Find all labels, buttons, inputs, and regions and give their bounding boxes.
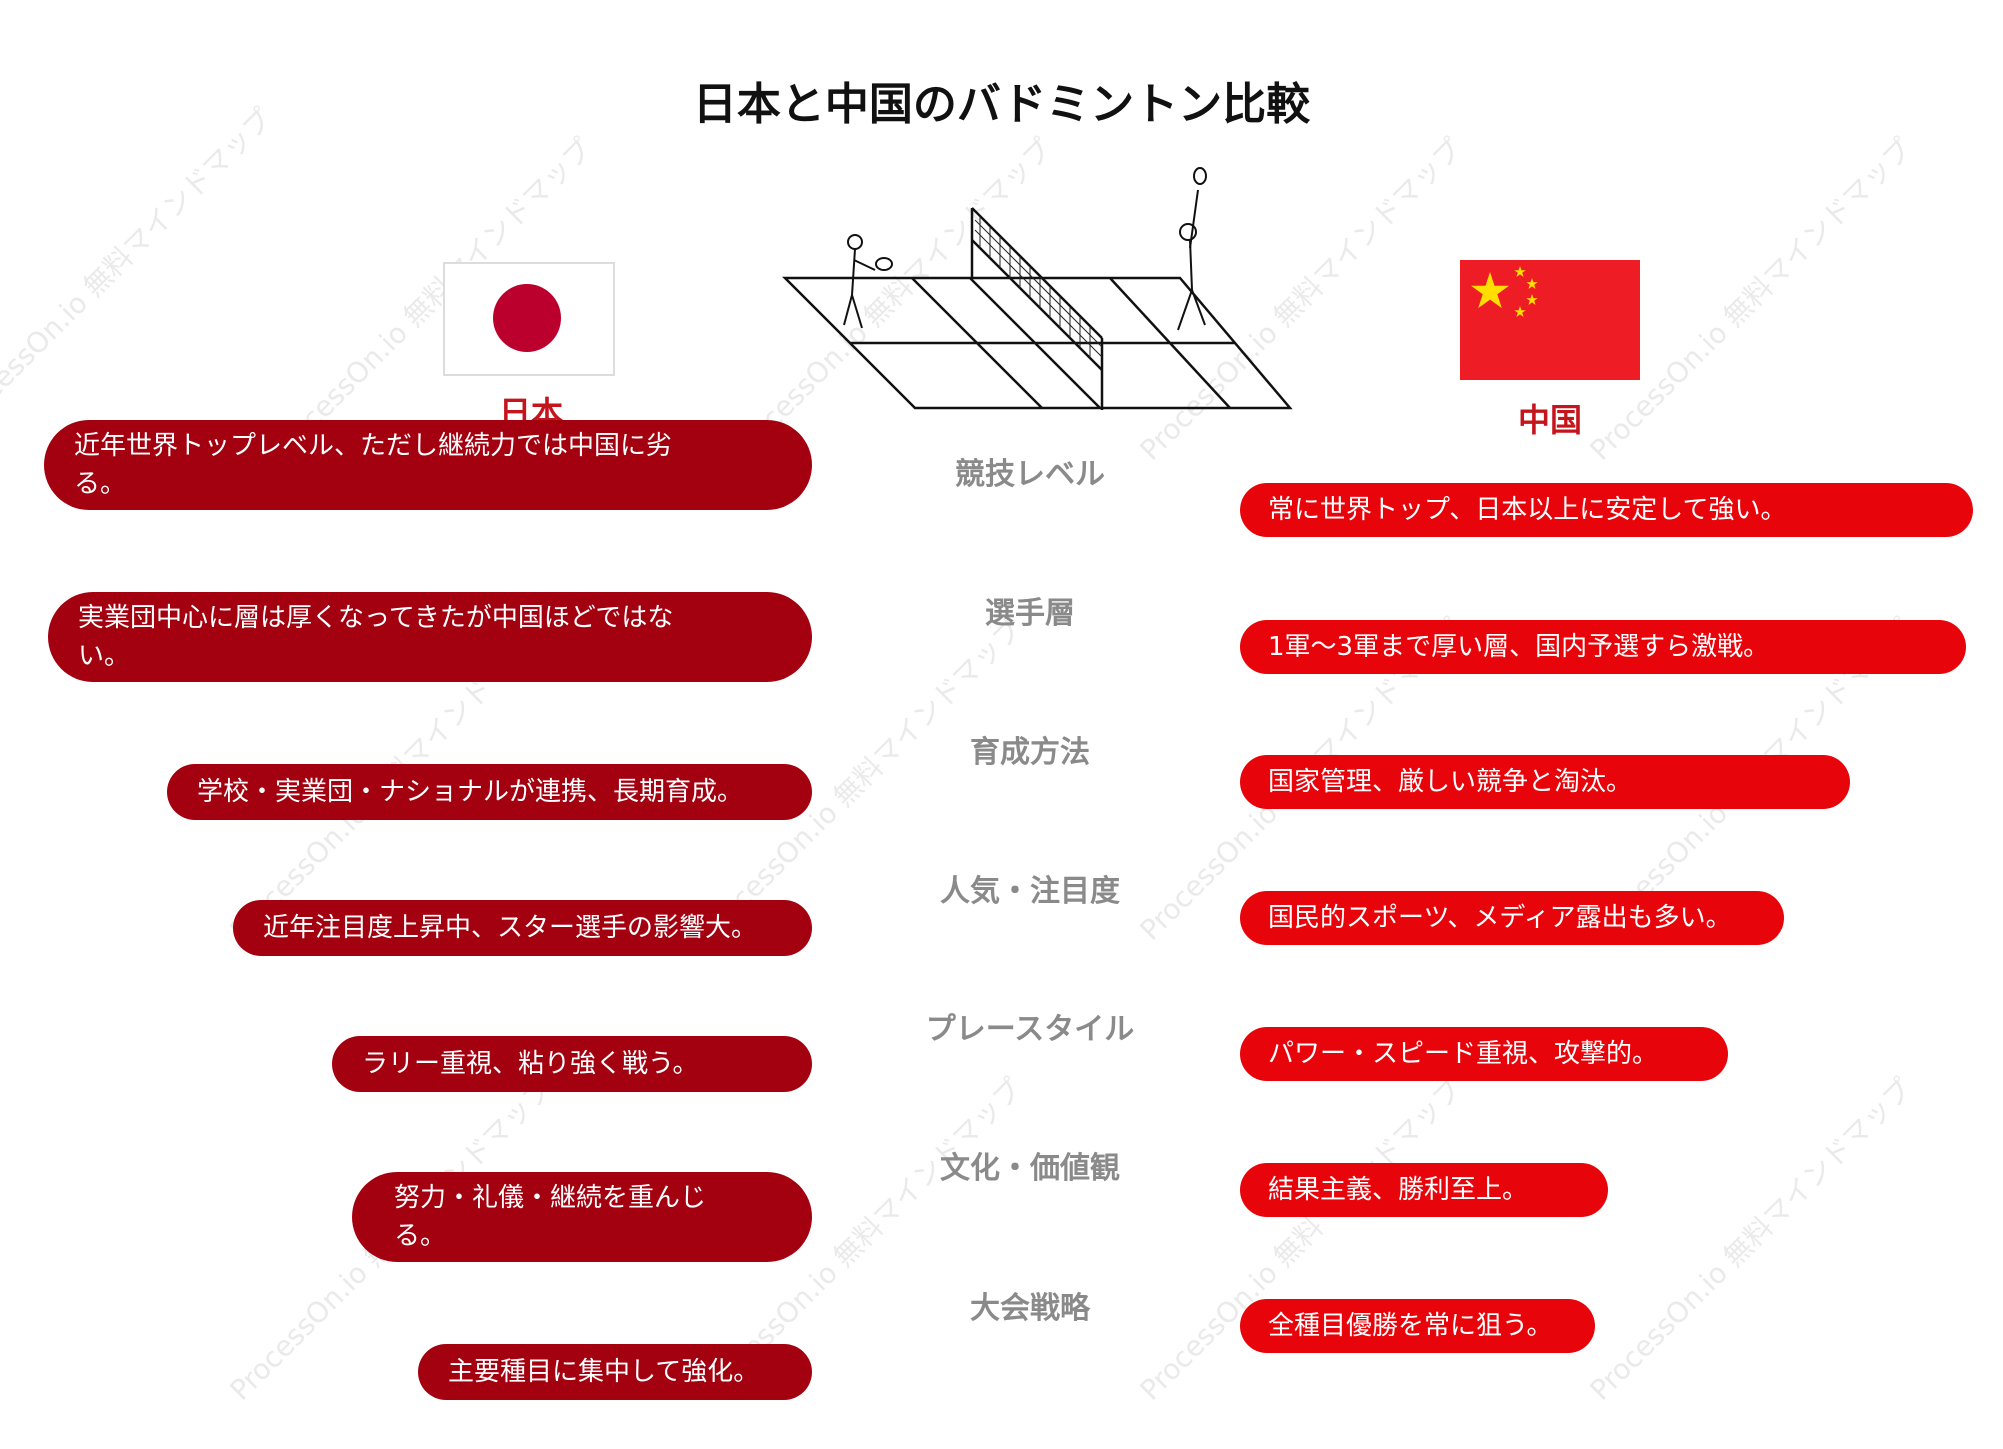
japan-flag-icon [443, 262, 615, 376]
category-label: 育成方法 [970, 735, 1090, 770]
china-item: パワー・スピード重視、攻撃的。 [1240, 1027, 1728, 1081]
china-item-text: 常に世界トップ、日本以上に安定して強い。 [1268, 495, 1787, 525]
page-title: 日本と中国のバドミントン比較 [692, 79, 1311, 130]
category-label: 文化・価値観 [940, 1151, 1120, 1186]
japan-item-text: ラリー重視、粘り強く戦う。 [362, 1049, 699, 1079]
japan-item-text: 努力・礼儀・継続を重んじ る。 [394, 1183, 707, 1251]
category-label: 競技レベル [955, 457, 1105, 492]
japan-item-text: 実業団中心に層は厚くなってきたが中国ほどではな い。 [78, 603, 674, 671]
watermark: ProcessOn.io 無料マインドマップ [1583, 1071, 1919, 1407]
china-item: 全種目優勝を常に狙う。 [1240, 1299, 1595, 1353]
category-label: プレースタイル [925, 1012, 1135, 1047]
category-label: 人気・注目度 [940, 874, 1120, 909]
china-item-text: 全種目優勝を常に狙う。 [1268, 1311, 1553, 1341]
china-item-text: 国民的スポーツ、メディア露出も多い。 [1268, 903, 1732, 933]
china-flag-icon [1460, 260, 1640, 380]
category-label: 大会戦略 [970, 1291, 1090, 1326]
china-item: 結果主義、勝利至上。 [1240, 1163, 1608, 1217]
china-label: 中国 [1517, 401, 1582, 439]
china-item: 国家管理、厳しい競争と淘汰。 [1240, 755, 1850, 809]
japan-item: 近年注目度上昇中、スター選手の影響大。 [233, 900, 812, 956]
japan-item-text: 学校・実業団・ナショナルが連携、長期育成。 [197, 777, 744, 807]
japan-item: 近年世界トップレベル、ただし継続力では中国に劣 る。 [44, 420, 812, 510]
china-item-text: パワー・スピード重視、攻撃的。 [1268, 1039, 1659, 1069]
japan-item: 努力・礼儀・継続を重んじ る。 [352, 1172, 812, 1262]
china-item-text: 国家管理、厳しい競争と淘汰。 [1268, 767, 1633, 797]
japan-item: 実業団中心に層は厚くなってきたが中国ほどではな い。 [48, 592, 812, 682]
japan-item: 主要種目に集中して強化。 [418, 1344, 812, 1400]
china-item-text: 結果主義、勝利至上。 [1268, 1175, 1529, 1205]
watermark: ProcessOn.io 無料マインドマップ [0, 101, 279, 437]
china-item: 常に世界トップ、日本以上に安定して強い。 [1240, 483, 1973, 537]
china-item: 1軍〜3軍まで厚い層、国内予選すら激戦。 [1240, 620, 1966, 674]
category-label: 選手層 [985, 596, 1075, 631]
japan-item: 学校・実業団・ナショナルが連携、長期育成。 [167, 764, 812, 820]
japan-item-text: 近年注目度上昇中、スター選手の影響大。 [263, 913, 758, 943]
badminton-court-icon [781, 167, 1293, 410]
japan-item-text: 主要種目に集中して強化。 [448, 1357, 760, 1387]
china-item-text: 1軍〜3軍まで厚い層、国内予選すら激戦。 [1268, 632, 1770, 662]
china-item: 国民的スポーツ、メディア露出も多い。 [1240, 891, 1784, 945]
japan-item: ラリー重視、粘り強く戦う。 [332, 1036, 812, 1092]
japan-item-text: 近年世界トップレベル、ただし継続力では中国に劣 る。 [74, 431, 673, 499]
watermark: ProcessOn.io 無料マインドマップ [1133, 1071, 1469, 1407]
